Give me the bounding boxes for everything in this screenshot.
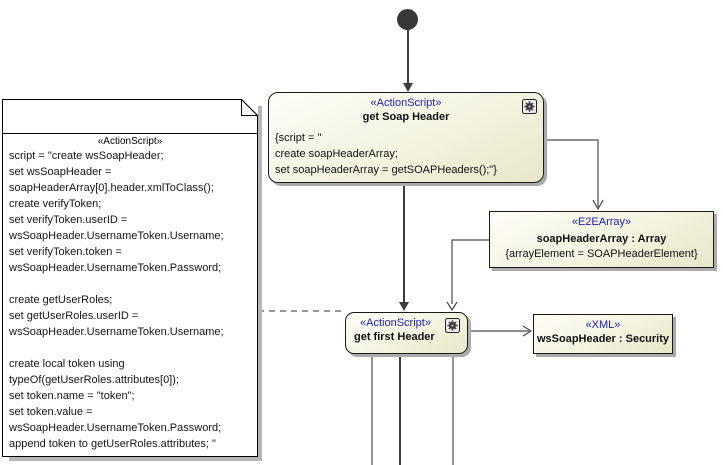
note-script-line: create verifyToken; [9,198,102,210]
action-name: get first Header [354,331,435,343]
note-script-line: wsSoapHeader.UsernameToken.Password; [9,262,222,274]
note-script-line: soapHeaderArray[0].header.xmlToClass(); [9,182,214,194]
note-script-line: script = "create wsSoapHeader; [9,150,164,162]
actionscript-note[interactable]: «ActionScript» script = "create wsSoapHe… [2,99,262,461]
initial-node[interactable] [397,9,418,30]
control-flow-get-soap-header-to-get-first-header[interactable] [399,183,409,311]
action-stereotype: «ActionScript» [360,317,431,329]
object-flow-get-first-header-to-ws-soap-header[interactable] [468,325,533,337]
action-script-line: create soapHeaderArray; [275,148,398,160]
object-flow-array-to-get-first-header[interactable] [446,239,489,312]
control-flow-initial-to-get-soap-header[interactable] [403,29,413,92]
note-script-line: typeOf(getUserRoles.attributes[0]); [9,374,179,386]
action-script-line: set soapHeaderArray = getSOAPHeaders();"… [275,164,497,176]
note-shape [2,99,262,461]
note-fold-corner-icon [241,99,259,116]
action-gear-icon [445,318,460,333]
note-script-text: script = "create wsSoapHeader; set wsSoap… [9,148,255,452]
action-get-first-header[interactable]: «ActionScript» get first Header [345,312,468,354]
note-script-line [9,276,255,292]
note-script-line: set verifyToken.userID = [9,214,128,226]
note-script-line: set wsSoapHeader = [9,166,112,178]
object-soap-header-array[interactable]: «E2EArray» soapHeaderArray : Array {arra… [489,211,714,268]
note-script-line: set token.value = [9,406,93,418]
note-script-line: wsSoapHeader.UsernameToken.Username; [9,326,224,338]
object-name: wsSoapHeader : Security [536,333,670,345]
note-script-line: create getUserRoles; [9,294,113,306]
flows-exiting-bottom[interactable] [371,354,454,465]
note-script-line: set getUserRoles.userID = [9,310,139,322]
note-script-line [9,340,255,356]
note-script-line: set token.name = "token"; [9,390,135,402]
object-name: soapHeaderArray : Array [536,233,667,245]
object-stereotype: «E2EArray» [571,216,632,228]
object-constraint: {arrayElement = SOAPHeaderElement} [505,248,698,260]
object-flow-get-soap-header-to-array[interactable] [544,139,604,211]
note-script-line: wsSoapHeader.UsernameToken.Password; [9,422,222,434]
action-name: get Soap Header [362,111,450,123]
note-script-line: append token to getUserRoles.attributes;… [9,438,216,450]
note-stereotype: «ActionScript» [97,136,163,147]
object-ws-soap-header[interactable]: «XML» wsSoapHeader : Security [533,314,673,354]
action-gear-icon [522,99,537,114]
action-script-line: {script = " [275,132,322,144]
note-script-line: wsSoapHeader.UsernameToken.Username; [9,230,224,242]
action-stereotype: «ActionScript» [370,97,442,109]
note-script-line: set verifyToken.token = [9,246,122,258]
action-get-soap-header[interactable]: «ActionScript» get Soap Header {script =… [268,92,544,183]
object-stereotype: «XML» [585,319,621,331]
note-script-line: create local token using [9,358,125,370]
